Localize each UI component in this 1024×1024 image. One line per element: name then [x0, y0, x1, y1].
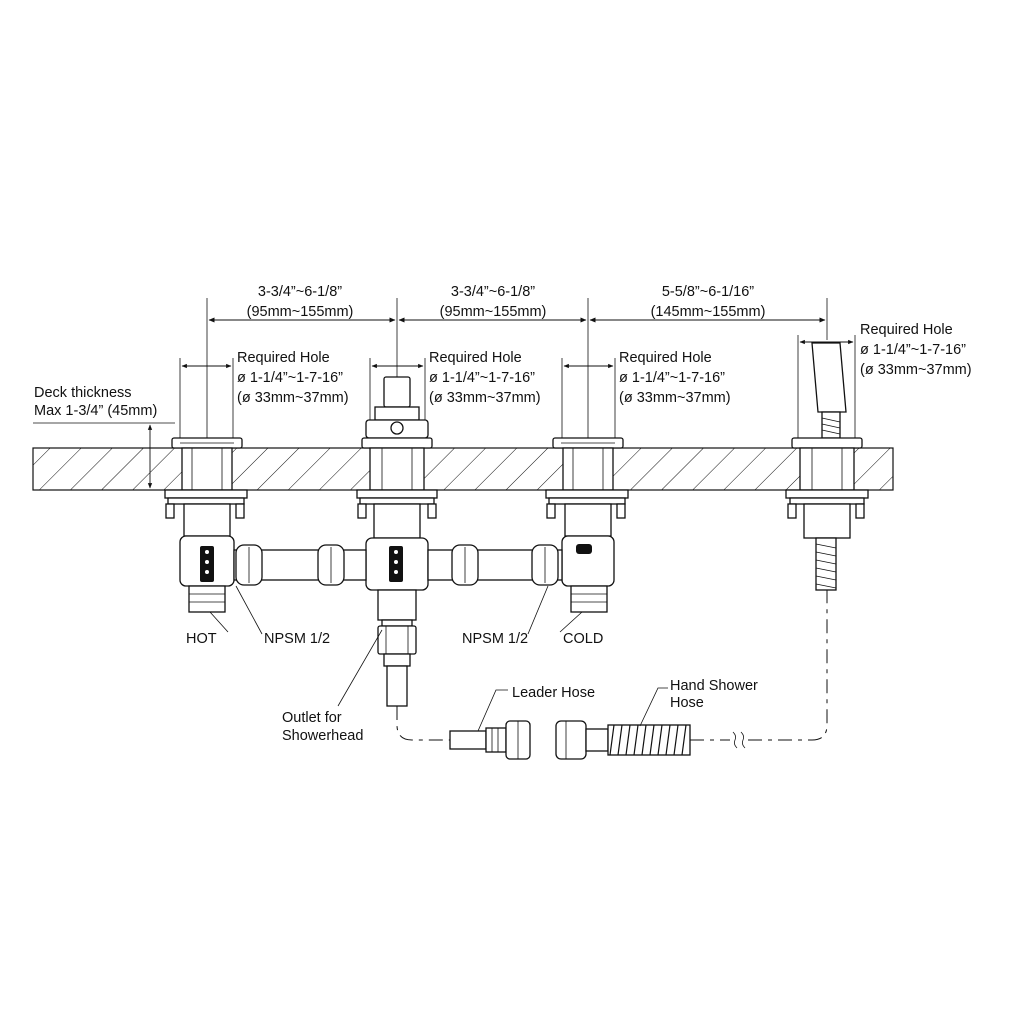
spacing-dimensions: 3-3/4”~6-1/8” (95mm~155mm) 3-3/4”~6-1/8”…	[206, 284, 828, 440]
span2-metric: (95mm~155mm)	[440, 304, 547, 320]
hole-4-metric: (ø 33mm~37mm)	[860, 362, 972, 378]
deck-thickness-label: Deck thickness	[34, 385, 132, 401]
hole-dimension-4: Required Hole ø 1-1/4”~1-7-16” (ø 33mm~3…	[797, 322, 972, 440]
callouts: HOT NPSM 1/2 NPSM 1/2 COLD Outlet for Sh…	[186, 585, 758, 744]
hand-shower-hose-label-line2: Hose	[670, 695, 704, 711]
center-diverter-valve	[356, 376, 438, 707]
hole-dimension-1: Required Hole ø 1-1/4”~1-7-16” (ø 33mm~3…	[179, 350, 349, 445]
hand-shower-hose-label-line1: Hand Shower	[670, 678, 758, 694]
hole-3-imperial: ø 1-1/4”~1-7-16”	[619, 370, 725, 386]
hole-dimension-3: Required Hole ø 1-1/4”~1-7-16” (ø 33mm~3…	[561, 350, 731, 445]
hole-2-title: Required Hole	[429, 350, 522, 366]
deck-thickness-value: Max 1-3/4” (45mm)	[34, 403, 157, 419]
hand-shower-hose-fitting	[555, 720, 691, 760]
hot-label: HOT	[186, 631, 217, 647]
span3-metric: (145mm~155mm)	[651, 304, 766, 320]
span2-imperial: 3-3/4”~6-1/8”	[451, 284, 535, 300]
leader-hose-label: Leader Hose	[512, 685, 595, 701]
leader-hose-fitting	[449, 720, 531, 760]
hose-routing	[396, 590, 828, 749]
hole-1-title: Required Hole	[237, 350, 330, 366]
hole-1-imperial: ø 1-1/4”~1-7-16”	[237, 370, 343, 386]
hole-2-metric: (ø 33mm~37mm)	[429, 390, 541, 406]
hole-4-imperial: ø 1-1/4”~1-7-16”	[860, 342, 966, 358]
span1-imperial: 3-3/4”~6-1/8”	[258, 284, 342, 300]
connecting-pipes	[233, 544, 563, 586]
npsm-right-label: NPSM 1/2	[462, 631, 528, 647]
hole-dimension-2: Required Hole ø 1-1/4”~1-7-16” (ø 33mm~3…	[369, 350, 541, 420]
npsm-left-label: NPSM 1/2	[264, 631, 330, 647]
outlet-label-line2: Showerhead	[282, 728, 363, 744]
hole-3-title: Required Hole	[619, 350, 712, 366]
hole-2-imperial: ø 1-1/4”~1-7-16”	[429, 370, 535, 386]
hole-4-title: Required Hole	[860, 322, 953, 338]
span3-imperial: 5-5/8”~6-1/16”	[662, 284, 754, 300]
deck-slab	[32, 447, 894, 491]
hand-shower-holder	[785, 342, 869, 591]
cold-valve	[545, 437, 629, 613]
outlet-label-line1: Outlet for	[282, 710, 342, 726]
cold-label: COLD	[563, 631, 603, 647]
deck-thickness-dimension: Deck thickness Max 1-3/4” (45mm)	[33, 385, 175, 489]
hole-3-metric: (ø 33mm~37mm)	[619, 390, 731, 406]
hot-valve	[164, 437, 248, 613]
hole-1-metric: (ø 33mm~37mm)	[237, 390, 349, 406]
span1-metric: (95mm~155mm)	[247, 304, 354, 320]
